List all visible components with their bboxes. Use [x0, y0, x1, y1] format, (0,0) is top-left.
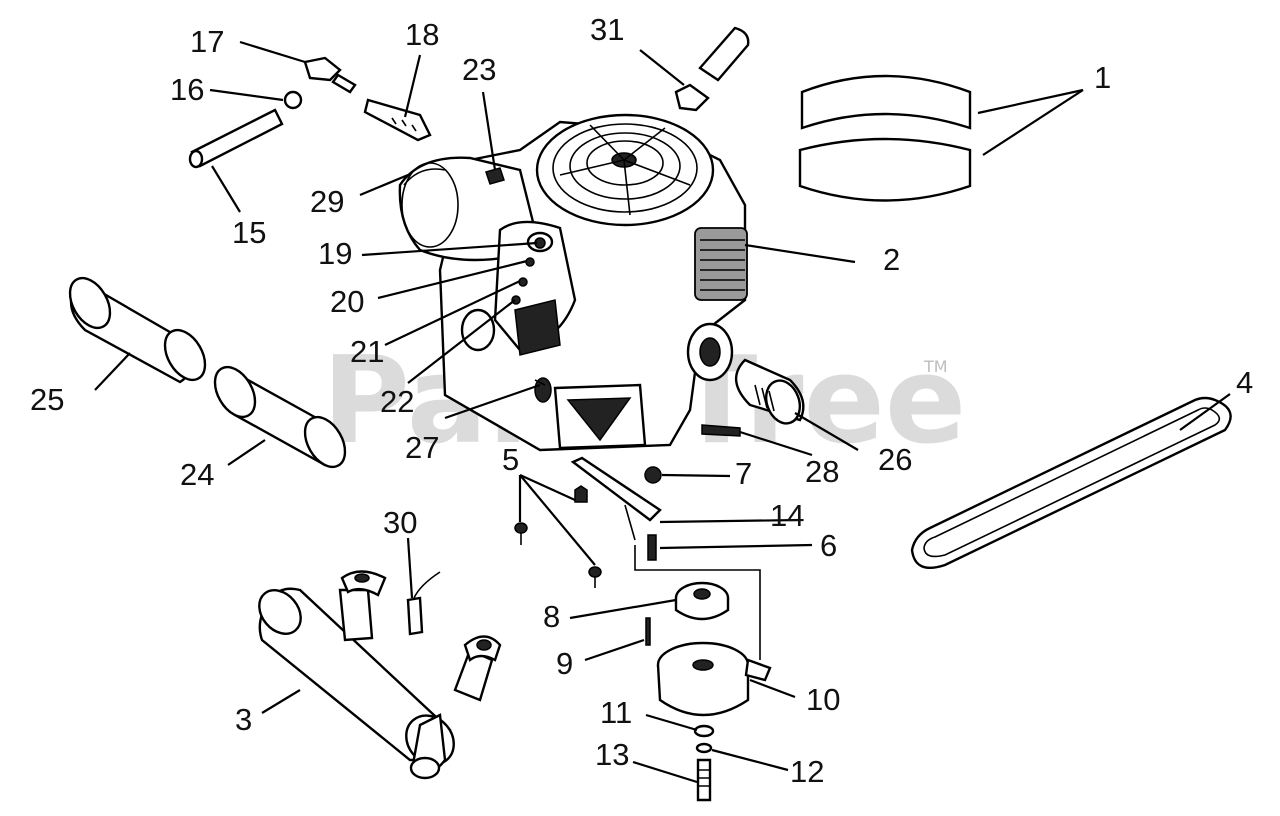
part-14-bracket[interactable] — [570, 456, 662, 541]
callout-11[interactable]: 11 — [600, 695, 632, 730]
callout-3[interactable]: 3 — [235, 702, 252, 737]
callout-labels: 1 2 3 4 5 6 7 8 9 10 11 12 13 14 15 16 1… — [30, 12, 1253, 789]
callout-31[interactable]: 31 — [590, 12, 624, 47]
callout-4[interactable]: 4 — [1236, 365, 1253, 400]
callout-14[interactable]: 14 — [770, 498, 804, 533]
callout-1[interactable]: 1 — [1094, 60, 1111, 95]
part-24-pre-cleaner[interactable] — [207, 360, 353, 474]
part-13-bolt[interactable] — [696, 758, 712, 802]
part-31-breather[interactable] — [674, 26, 750, 112]
callout-22[interactable]: 22 — [380, 384, 414, 419]
callout-10[interactable]: 10 — [806, 682, 840, 717]
part-15-fuel-hose[interactable] — [188, 108, 284, 169]
callout-30[interactable]: 30 — [383, 505, 417, 540]
callout-8[interactable]: 8 — [543, 599, 560, 634]
part-11-washer[interactable] — [693, 724, 715, 738]
callout-9[interactable]: 9 — [556, 646, 573, 681]
callout-29[interactable]: 29 — [310, 184, 344, 219]
callout-21[interactable]: 21 — [350, 334, 384, 369]
part-6-bolt[interactable] — [647, 534, 657, 561]
callout-17[interactable]: 17 — [190, 24, 224, 59]
part-18-fuel-filter[interactable] — [363, 98, 432, 142]
callout-2[interactable]: 2 — [883, 242, 900, 277]
callout-25[interactable]: 25 — [30, 382, 64, 417]
part-16-clamp[interactable] — [283, 90, 303, 110]
part-12-lockwasher[interactable] — [695, 742, 713, 754]
part-4-belt[interactable] — [910, 396, 1232, 570]
part-8-pulley[interactable] — [674, 581, 730, 621]
part-2-engine[interactable] — [398, 113, 748, 452]
part-7-nut[interactable] — [644, 466, 662, 484]
callout-18[interactable]: 18 — [405, 17, 439, 52]
part-17-fitting[interactable] — [303, 56, 357, 94]
callout-15[interactable]: 15 — [232, 215, 266, 250]
part-10-clutch[interactable] — [656, 641, 772, 717]
callout-12[interactable]: 12 — [790, 754, 824, 789]
part-9-pin[interactable] — [645, 617, 651, 646]
part-25-filter-element[interactable] — [62, 271, 213, 387]
callout-19[interactable]: 19 — [318, 236, 352, 271]
callout-28[interactable]: 28 — [805, 454, 839, 489]
callout-27[interactable]: 27 — [405, 430, 439, 465]
callout-20[interactable]: 20 — [330, 284, 364, 319]
callout-24[interactable]: 24 — [180, 457, 214, 492]
callout-5[interactable]: 5 — [502, 442, 519, 477]
callout-16[interactable]: 16 — [170, 72, 204, 107]
part-27-dipstick[interactable] — [534, 379, 546, 386]
callout-13[interactable]: 13 — [595, 737, 629, 772]
part-28-oil-drain[interactable] — [701, 424, 741, 437]
callout-23[interactable]: 23 — [462, 52, 496, 87]
part-1-filter-elements[interactable] — [798, 74, 972, 202]
part-29-air-cleaner-cover[interactable] — [403, 168, 446, 186]
part-5-screws[interactable] — [514, 485, 602, 588]
callout-26[interactable]: 26 — [878, 442, 912, 477]
part-30-spark-plug[interactable] — [406, 571, 441, 636]
part-3-muffler[interactable] — [251, 570, 502, 780]
leader-lines — [94, 40, 1231, 784]
callout-6[interactable]: 6 — [820, 528, 837, 563]
part-22-fitting[interactable] — [511, 295, 521, 305]
part-26-oil-filter[interactable] — [735, 358, 805, 428]
callout-7[interactable]: 7 — [735, 456, 752, 491]
watermark-trademark: TM — [923, 357, 948, 376]
